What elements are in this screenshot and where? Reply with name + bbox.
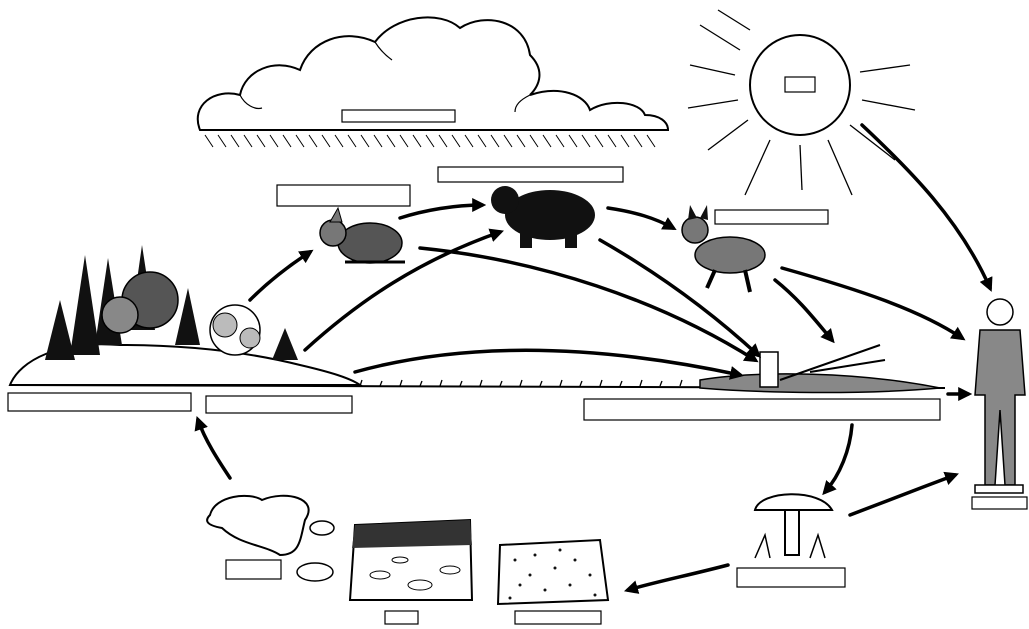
arrow-rock-to-forest	[194, 416, 232, 480]
soil-sample-icon	[496, 538, 610, 606]
fallen-log-icon	[699, 344, 941, 394]
arrow-forest-to-log	[353, 348, 745, 380]
forest-icon	[8, 245, 364, 386]
sun-icon	[687, 9, 916, 196]
human-icon	[974, 298, 1026, 494]
soil-sample-label-box	[514, 610, 602, 625]
cloud-label-box	[341, 109, 456, 123]
rabbit-icon	[319, 206, 405, 264]
arrow-rabbit-to-log	[418, 246, 759, 363]
cloud-icon	[196, 16, 670, 131]
rabbit-label-box	[276, 184, 411, 207]
arrow-forest-to-rabbit	[248, 249, 314, 302]
arrow-mushroom-to-human	[848, 471, 959, 517]
arrow-mushroom-to-soil	[623, 563, 730, 594]
label-boxes	[7, 76, 1028, 625]
arrow-lynx-to-log	[773, 278, 835, 344]
lynx-label-box	[714, 209, 829, 225]
mushroom-label-box	[736, 567, 846, 588]
dead-matter-label-box	[583, 398, 941, 421]
rain-icon	[204, 134, 656, 148]
forest-label-box	[7, 392, 192, 412]
grassland-label-box	[205, 395, 353, 414]
cycle-arrows	[194, 123, 993, 594]
rock-icon	[206, 494, 335, 582]
human-label-box	[971, 496, 1028, 510]
bear-label-box	[437, 166, 624, 183]
arrow-sun-to-human	[860, 123, 993, 292]
soil-profile-icon	[348, 518, 474, 601]
sun-label-box	[784, 76, 816, 93]
arrow-bear-to-log	[598, 238, 762, 358]
mushroom-icon	[753, 493, 834, 559]
arrow-bear-to-lynx	[606, 206, 677, 231]
lynx-icon	[681, 205, 766, 293]
soil-profile-label-box	[384, 610, 419, 625]
arrow-rabbit-to-bear	[398, 198, 487, 220]
arrow-forest-to-bear	[303, 228, 504, 352]
arrow-log-to-mushroom	[822, 423, 854, 496]
bear-icon	[491, 186, 595, 248]
rock-label-box	[225, 559, 282, 580]
arrow-lynx-to-human	[780, 266, 966, 341]
